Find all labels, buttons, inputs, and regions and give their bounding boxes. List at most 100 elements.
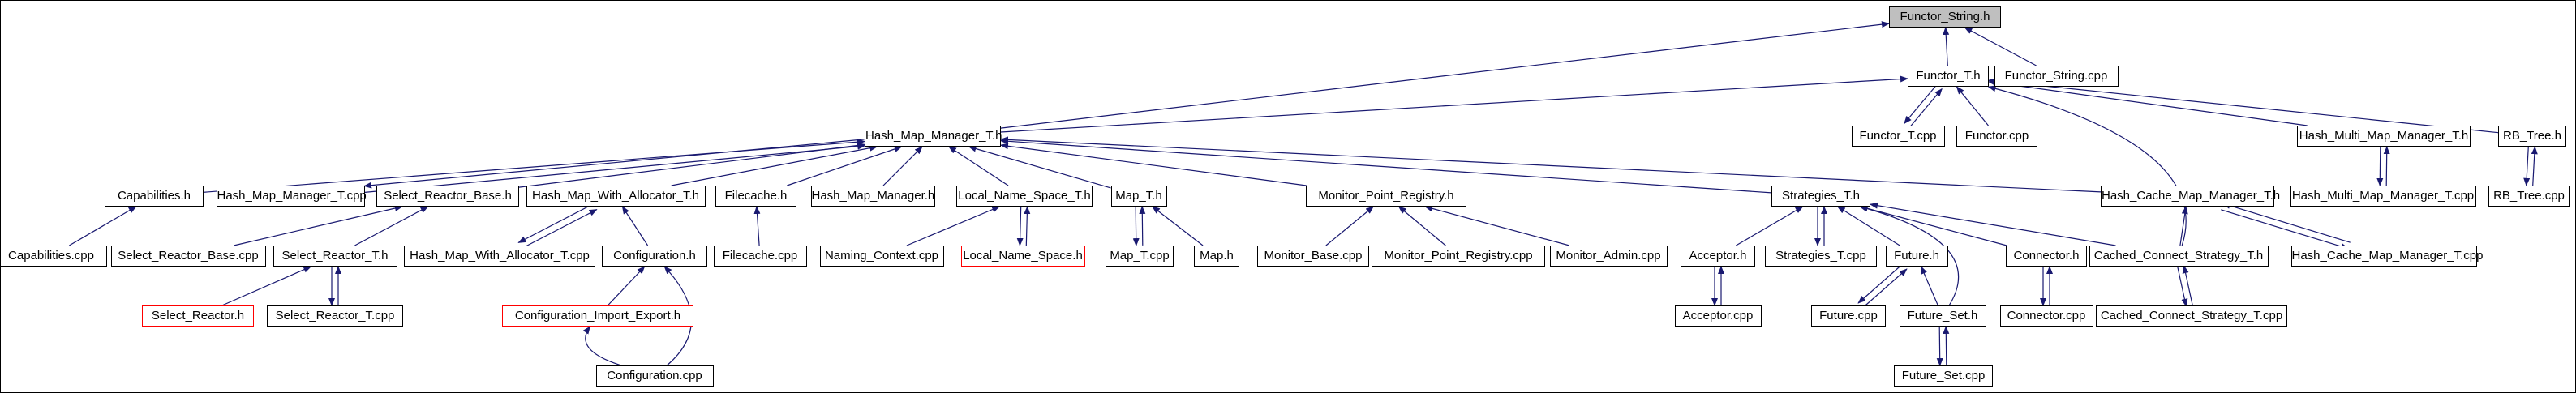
edge-acceptor_h-to-strategies_t_h — [1735, 206, 1804, 246]
graph-node-label: RB_Tree.cpp — [2493, 189, 2565, 203]
graph-node-map-h[interactable]: Map.h — [1194, 246, 1239, 267]
graph-node-label: Monitor_Point_Registry.cpp — [1384, 249, 1533, 263]
edge-hash_cache_map_manager_t_h-to-hash_cache_map_manager_t_cpp — [2221, 209, 2350, 250]
graph-node-hash-map-manager-h[interactable]: Hash_Map_Manager.h — [810, 186, 935, 207]
graph-node-local-name-space-h[interactable]: Local_Name_Space.h — [960, 246, 1085, 267]
graph-node-filecache-h[interactable]: Filecache.h — [715, 186, 796, 207]
edge-capabilities_h-to-hash_map_manager_t_h — [203, 139, 865, 193]
graph-node-rb-tree-h[interactable]: RB_Tree.h — [2498, 126, 2566, 147]
edge-hash_multi_map_manager_t_h-to-functor_t_h — [1988, 79, 2308, 126]
graph-node-configuration-cpp[interactable]: Configuration.cpp — [595, 365, 714, 387]
edge-functor_string_cpp-to-functor_string_h — [1964, 27, 2037, 66]
graph-node-monitor-admin-cpp[interactable]: Monitor_Admin.cpp — [1549, 246, 1668, 267]
graph-node-label: Monitor_Admin.cpp — [1556, 249, 1661, 263]
edge-naming_context_cpp-to-local_name_space_t_h — [906, 206, 1001, 246]
graph-node-hash-map-with-allocator-t-cpp[interactable]: Hash_Map_With_Allocator_T.cpp — [404, 246, 595, 267]
edge-cached_connect_strategy_t_h-to-functor_t_h — [1987, 85, 2187, 246]
graph-node-functor-string-cpp[interactable]: Functor_String.cpp — [1994, 66, 2119, 87]
graph-node-monitor-point-registry-cpp[interactable]: Monitor_Point_Registry.cpp — [1372, 246, 1545, 267]
graph-node-rb-tree-cpp[interactable]: RB_Tree.cpp — [2488, 186, 2570, 207]
edge-rb_tree_h-to-rb_tree_cpp — [2523, 146, 2531, 186]
graph-node-hash-cache-map-manager-t-h[interactable]: Hash_Cache_Map_Manager_T.h — [2101, 186, 2280, 207]
edge-cached_connect_strategy_t_h-to-hash_cache_map_manager_t_h — [2179, 206, 2188, 246]
graph-node-label: Capabilities.cpp — [8, 249, 94, 263]
graph-node-label: Strategies_T.h — [1782, 189, 1860, 203]
graph-node-select-reactor-base-cpp[interactable]: Select_Reactor_Base.cpp — [110, 246, 266, 267]
graph-node-filecache-cpp[interactable]: Filecache.cpp — [713, 246, 807, 267]
graph-node-select-reactor-base-h[interactable]: Select_Reactor_Base.h — [376, 186, 519, 207]
graph-node-future-h[interactable]: Future.h — [1885, 246, 1948, 267]
graph-node-hash-map-manager-t-h[interactable]: Hash_Map_Manager_T.h — [865, 126, 1002, 147]
graph-node-functor-t-h[interactable]: Functor_T.h — [1908, 66, 1989, 87]
edge-local_name_space_h-to-local_name_space_t_h — [1024, 206, 1031, 246]
graph-node-map-t-h[interactable]: Map_T.h — [1110, 186, 1167, 207]
graph-node-label: Hash_Multi_Map_Manager_T.cpp — [2291, 189, 2475, 203]
edge-future_h-to-future_cpp — [1857, 263, 1903, 304]
graph-node-select-reactor-t-cpp[interactable]: Select_Reactor_T.cpp — [267, 305, 403, 327]
graph-node-label: Naming_Context.cpp — [824, 249, 939, 263]
graph-node-select-reactor-t-h[interactable]: Select_Reactor_T.h — [273, 246, 397, 267]
graph-node-label: Filecache.cpp — [722, 249, 798, 263]
graph-node-connector-h[interactable]: Connector.h — [2006, 246, 2087, 267]
graph-node-label: Functor_String.h — [1900, 10, 1990, 23]
graph-node-hash-map-manager-t-cpp[interactable]: Hash_Map_Manager_T.cpp — [216, 186, 367, 207]
edge-hash_map_manager_h-to-hash_map_manager_t_h — [882, 146, 923, 186]
graph-node-capabilities-h[interactable]: Capabilities.h — [105, 186, 204, 207]
graph-node-label: Select_Reactor_T.cpp — [275, 309, 395, 323]
edge-configuration_h-to-hash_map_with_allocator_t_h — [621, 206, 649, 246]
graph-node-acceptor-cpp[interactable]: Acceptor.cpp — [1674, 305, 1762, 327]
edge-map_t_h-to-hash_map_manager_t_h — [968, 145, 1111, 189]
edge-functor_t_h-to-functor_string_h — [1943, 27, 1950, 66]
graph-node-label: Connector.cpp — [2007, 309, 2086, 323]
graph-node-label: Acceptor.h — [1689, 249, 1747, 263]
edge-hash_cache_map_manager_t_cpp-to-hash_cache_map_manager_t_h — [2222, 203, 2351, 243]
graph-node-label: Functor_T.cpp — [1859, 129, 1937, 143]
graph-node-capabilities-cpp[interactable]: Capabilities.cpp — [0, 246, 107, 267]
edge-select_reactor_base_h-to-hash_map_manager_t_h — [518, 142, 865, 188]
graph-node-cached-connect-strategy-t-cpp[interactable]: Cached_Connect_Strategy_T.cpp — [2096, 305, 2287, 327]
graph-node-monitor-point-registry-h[interactable]: Monitor_Point_Registry.h — [1306, 186, 1466, 207]
graph-node-label: Future.cpp — [1819, 309, 1878, 323]
graph-node-future-set-cpp[interactable]: Future_Set.cpp — [1894, 365, 1993, 387]
graph-node-label: Hash_Map_Manager_T.h — [865, 129, 1002, 143]
edge-future_cpp-to-future_h — [1862, 268, 1908, 309]
graph-node-monitor-base-cpp[interactable]: Monitor_Base.cpp — [1257, 246, 1369, 267]
graph-node-future-cpp[interactable]: Future.cpp — [1811, 305, 1886, 327]
graph-node-local-name-space-t-h[interactable]: Local_Name_Space_T.h — [956, 186, 1093, 207]
edge-future_set_h-to-future_h — [1921, 266, 1938, 306]
edge-local_name_space_t_h-to-hash_map_manager_t_h — [948, 146, 1009, 186]
graph-node-strategies-t-h[interactable]: Strategies_T.h — [1771, 186, 1870, 207]
graph-node-hash-map-with-allocator-t-h[interactable]: Hash_Map_With_Allocator_T.h — [526, 186, 706, 207]
graph-node-hash-multi-map-manager-t-cpp[interactable]: Hash_Multi_Map_Manager_T.cpp — [2290, 186, 2476, 207]
graph-node-future-set-h[interactable]: Future_Set.h — [1899, 305, 1986, 327]
edge-hash_multi_map_manager_t_h-to-hash_multi_map_manager_t_cpp — [2376, 146, 2384, 186]
graph-node-hash-cache-map-manager-t-cpp[interactable]: Hash_Cache_Map_Manager_T.cpp — [2290, 246, 2483, 267]
graph-node-label: Strategies_T.cpp — [1775, 249, 1866, 263]
graph-node-hash-multi-map-manager-t-h[interactable]: Hash_Multi_Map_Manager_T.h — [2297, 126, 2471, 147]
edge-functor_cpp-to-functor_t_h — [1956, 86, 1989, 126]
graph-node-connector-cpp[interactable]: Connector.cpp — [1999, 305, 2093, 327]
graph-node-label: Select_Reactor_T.h — [281, 249, 389, 263]
graph-node-naming-context-cpp[interactable]: Naming_Context.cpp — [819, 246, 944, 267]
graph-node-functor-t-cpp[interactable]: Functor_T.cpp — [1851, 126, 1945, 147]
graph-node-cached-connect-strategy-t-h[interactable]: Cached_Connect_Strategy_T.h — [2089, 246, 2269, 267]
graph-node-label: RB_Tree.h — [2503, 129, 2561, 143]
graph-node-label: Local_Name_Space_T.h — [958, 189, 1091, 203]
edge-hash_map_with_allocator_t_h-to-hash_map_with_allocator_t_cpp — [517, 203, 595, 243]
graph-node-functor-cpp[interactable]: Functor.cpp — [1956, 126, 2037, 147]
graph-node-strategies-t-cpp[interactable]: Strategies_T.cpp — [1765, 246, 1877, 267]
graph-node-configuration-import-export-h[interactable]: Configuration_Import_Export.h — [502, 305, 693, 327]
graph-node-label: Capabilities.h — [117, 189, 191, 203]
edge-monitor_admin_cpp-to-monitor_point_registry_h — [1424, 205, 1570, 246]
edge-filecache_h-to-hash_map_manager_t_h — [787, 146, 903, 186]
edge-functor_t_h-to-functor_t_cpp — [1904, 84, 1938, 125]
graph-node-select-reactor-h[interactable]: Select_Reactor.h — [142, 305, 254, 327]
edge-map_t_cpp-to-map_t_h — [1139, 205, 1146, 246]
graph-node-configuration-h[interactable]: Configuration.h — [602, 246, 707, 267]
graph-node-acceptor-h[interactable]: Acceptor.h — [1681, 246, 1755, 267]
edge-map_h-to-map_t_h — [1152, 206, 1204, 246]
graph-node-label: Select_Reactor_Base.cpp — [118, 249, 259, 263]
graph-node-map-t-cpp[interactable]: Map_T.cpp — [1106, 246, 1174, 267]
edge-cached_connect_strategy_t_h-to-strategies_t_h — [1870, 202, 2116, 246]
